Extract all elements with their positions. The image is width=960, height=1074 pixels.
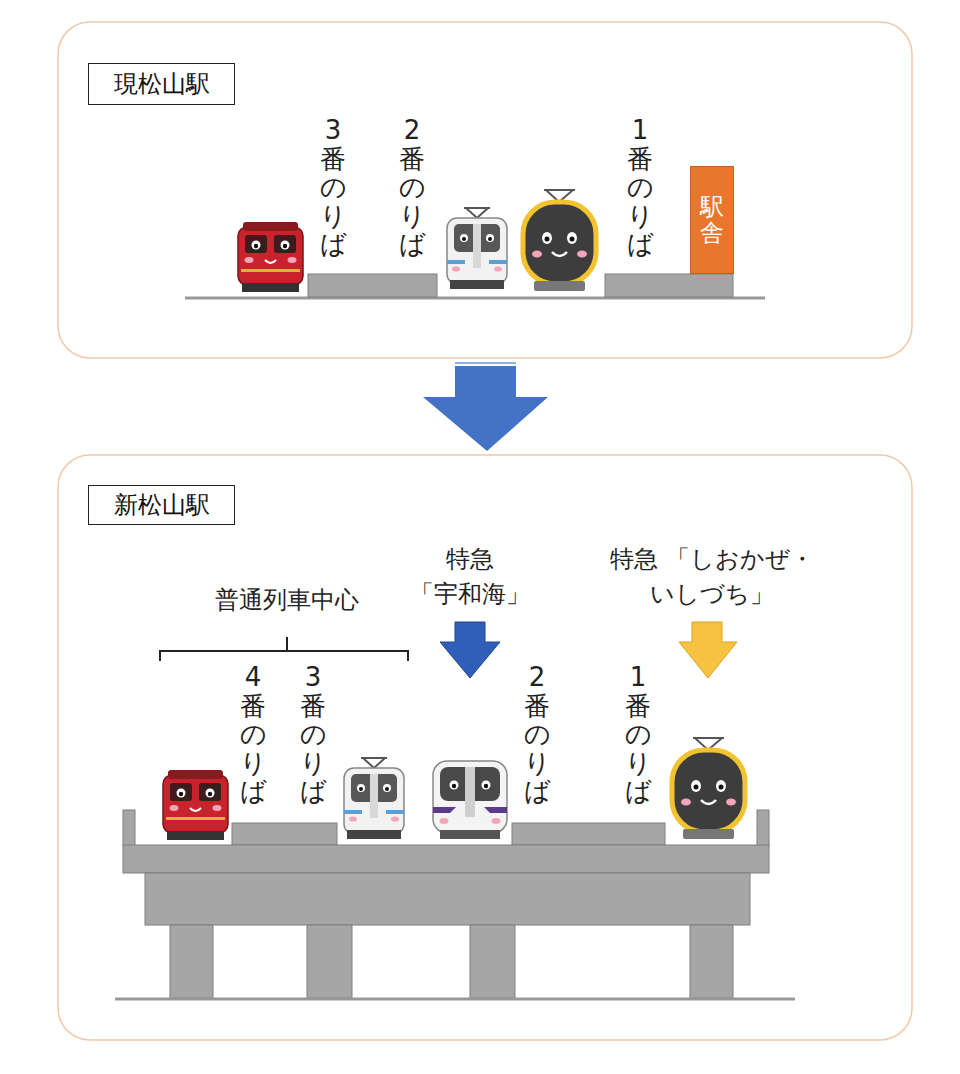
parapet xyxy=(757,810,769,846)
bracket xyxy=(160,637,408,661)
platform-label-holder: 1番のりば xyxy=(627,116,653,259)
ground-line xyxy=(115,998,795,1001)
box-text: 現松山駅 xyxy=(114,70,210,99)
service-label: 特急 「宇和海」 xyxy=(395,542,545,612)
viaduct-beam xyxy=(145,873,750,925)
parapet xyxy=(123,810,135,846)
group-label-holder: 普通列車中心 xyxy=(215,584,359,616)
platform-label-holder: 3番のりば xyxy=(300,663,326,806)
platform-label-holder: 3番のりば xyxy=(320,116,346,259)
platform-label-holder: 1番のりば xyxy=(625,663,651,806)
platform-label-holder: 2番のりば xyxy=(399,116,425,259)
platform xyxy=(232,823,337,845)
pier xyxy=(307,925,352,998)
platform-label-holder: 2番のりば xyxy=(524,663,550,806)
service-label-holder: 特急 「宇和海」 xyxy=(395,542,545,612)
viaduct-deck xyxy=(123,845,769,873)
pier xyxy=(170,925,213,998)
platform-label: 3番のりば xyxy=(320,116,346,259)
platform xyxy=(512,823,665,845)
platform xyxy=(605,274,733,297)
yellow-arrow xyxy=(679,622,737,678)
down-arrow xyxy=(423,366,548,451)
platform-label: 4番のりば xyxy=(240,663,266,806)
station-name-box: 新松山駅 xyxy=(88,485,235,525)
platform xyxy=(308,274,437,297)
platform-label: 1番のりば xyxy=(625,663,651,806)
yellow-train xyxy=(523,190,596,291)
station-building-box: 駅舎 xyxy=(690,166,734,274)
yellow-train xyxy=(672,738,745,839)
platform-label: 2番のりば xyxy=(524,663,550,806)
platform-label: 3番のりば xyxy=(300,663,326,806)
group-label: 普通列車中心 xyxy=(215,584,359,616)
pier xyxy=(470,925,515,998)
red-train xyxy=(163,770,228,840)
station-name-box: 現松山駅 xyxy=(88,63,235,105)
service-label: 特急 「しおかぜ・いしづち」 xyxy=(562,542,862,612)
blue-arrow xyxy=(440,622,500,678)
red-train xyxy=(238,222,303,292)
box-text: 駅舎 xyxy=(700,194,724,247)
gray-train xyxy=(447,208,507,289)
box-text: 新松山駅 xyxy=(114,491,210,520)
panel xyxy=(58,455,912,1040)
platform-label: 2番のりば xyxy=(399,116,425,259)
arrow-edge xyxy=(455,362,516,364)
service-label-holder: 特急 「しおかぜ・いしづち」 xyxy=(562,542,862,612)
purple-train xyxy=(433,761,507,839)
panel xyxy=(58,22,912,358)
platform-label-holder: 4番のりば xyxy=(240,663,266,806)
gray-train xyxy=(344,758,404,839)
pier xyxy=(690,925,733,998)
platform-label: 1番のりば xyxy=(627,116,653,259)
